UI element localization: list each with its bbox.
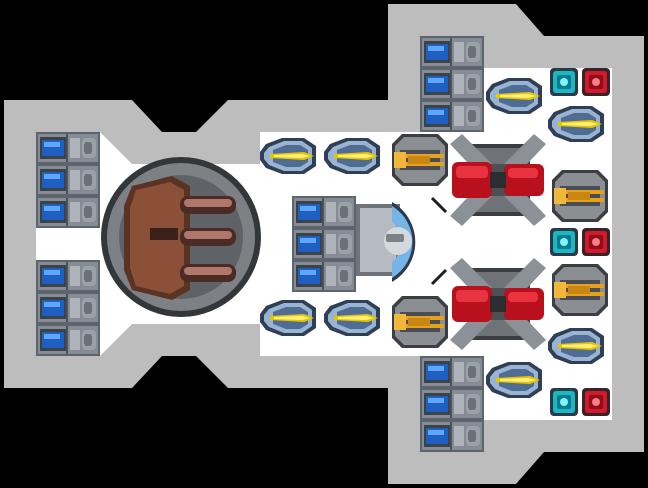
orange-cannon-turret-icon[interactable] [392, 134, 448, 186]
orange-cannon-turret-icon[interactable] [552, 264, 608, 316]
cyan-reactor-icon[interactable] [550, 68, 578, 96]
engine-thruster-icon[interactable] [292, 196, 356, 228]
engine-thruster-icon[interactable] [420, 100, 484, 132]
orange-cannon-turret-icon[interactable] [392, 296, 448, 348]
cyan-reactor-icon[interactable] [550, 228, 578, 256]
yellow-laser-turret-icon[interactable] [260, 138, 316, 174]
engine-thruster-icon[interactable] [36, 196, 100, 228]
engine-thruster-icon[interactable] [420, 420, 484, 452]
heavy-railgun-turret-icon[interactable] [101, 157, 261, 317]
cyan-reactor-icon[interactable] [550, 388, 578, 416]
engine-thruster-icon[interactable] [36, 260, 100, 292]
red-reactor-icon[interactable] [582, 388, 610, 416]
engine-thruster-icon[interactable] [36, 324, 100, 356]
yellow-laser-turret-icon[interactable] [486, 362, 542, 398]
engine-thruster-icon[interactable] [36, 164, 100, 196]
red-reactor-icon[interactable] [582, 68, 610, 96]
red-missile-launcher-icon[interactable] [450, 134, 546, 226]
engine-thruster-icon[interactable] [36, 132, 100, 164]
engine-thruster-icon[interactable] [420, 388, 484, 420]
engine-thruster-icon[interactable] [420, 68, 484, 100]
yellow-laser-turret-icon[interactable] [324, 300, 380, 336]
orange-cannon-turret-icon[interactable] [552, 170, 608, 222]
engine-thruster-icon[interactable] [292, 228, 356, 260]
yellow-laser-turret-icon[interactable] [486, 78, 542, 114]
engine-thruster-icon[interactable] [292, 260, 356, 292]
yellow-laser-turret-icon[interactable] [548, 328, 604, 364]
yellow-laser-turret-icon[interactable] [548, 106, 604, 142]
engine-thruster-icon[interactable] [420, 36, 484, 68]
shield-generator-icon[interactable] [356, 196, 448, 286]
engine-thruster-icon[interactable] [420, 356, 484, 388]
yellow-laser-turret-icon[interactable] [260, 300, 316, 336]
engine-thruster-icon[interactable] [36, 292, 100, 324]
red-missile-launcher-icon[interactable] [450, 258, 546, 350]
red-reactor-icon[interactable] [582, 228, 610, 256]
yellow-laser-turret-icon[interactable] [324, 138, 380, 174]
